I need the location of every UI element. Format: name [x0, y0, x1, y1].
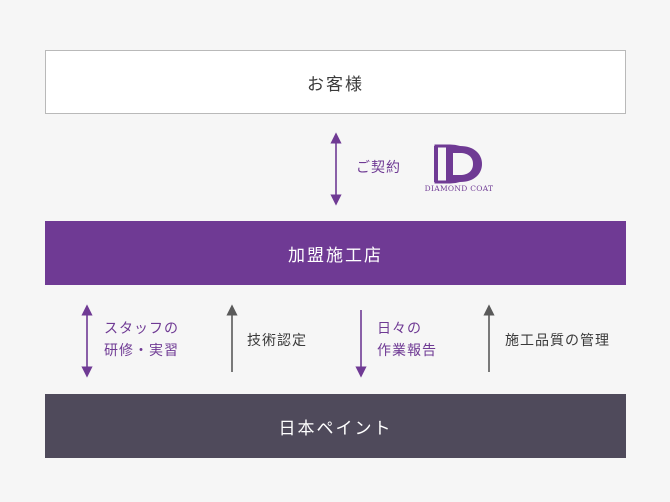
quality-text: 施工品質の管理: [505, 333, 610, 349]
customer-label: お客様: [307, 74, 364, 95]
partner-box: 加盟施工店: [45, 221, 626, 285]
diamond-coat-logo-icon: [434, 144, 482, 184]
company-label: 日本ペイント: [278, 418, 393, 439]
quality-label: 施工品質の管理: [505, 330, 610, 352]
diamond-coat-logo: DIAMOND COAT: [420, 142, 498, 198]
customer-box: お客様: [45, 50, 626, 114]
certification-label: 技術認定: [247, 330, 307, 352]
training-line1: スタッフの: [104, 321, 179, 337]
training-label: スタッフの 研修・実習: [104, 318, 179, 362]
daily-report-label: 日々の 作業報告: [377, 318, 437, 362]
certification-text: 技術認定: [247, 333, 307, 349]
training-line2: 研修・実習: [104, 343, 179, 359]
partner-label: 加盟施工店: [288, 245, 383, 266]
company-box: 日本ペイント: [45, 394, 626, 458]
logo-text: DIAMOND COAT: [424, 184, 494, 193]
daily-line2: 作業報告: [377, 343, 437, 359]
contract-text: ご契約: [356, 160, 401, 176]
contract-label: ご契約: [356, 157, 401, 179]
daily-line1: 日々の: [377, 321, 422, 337]
